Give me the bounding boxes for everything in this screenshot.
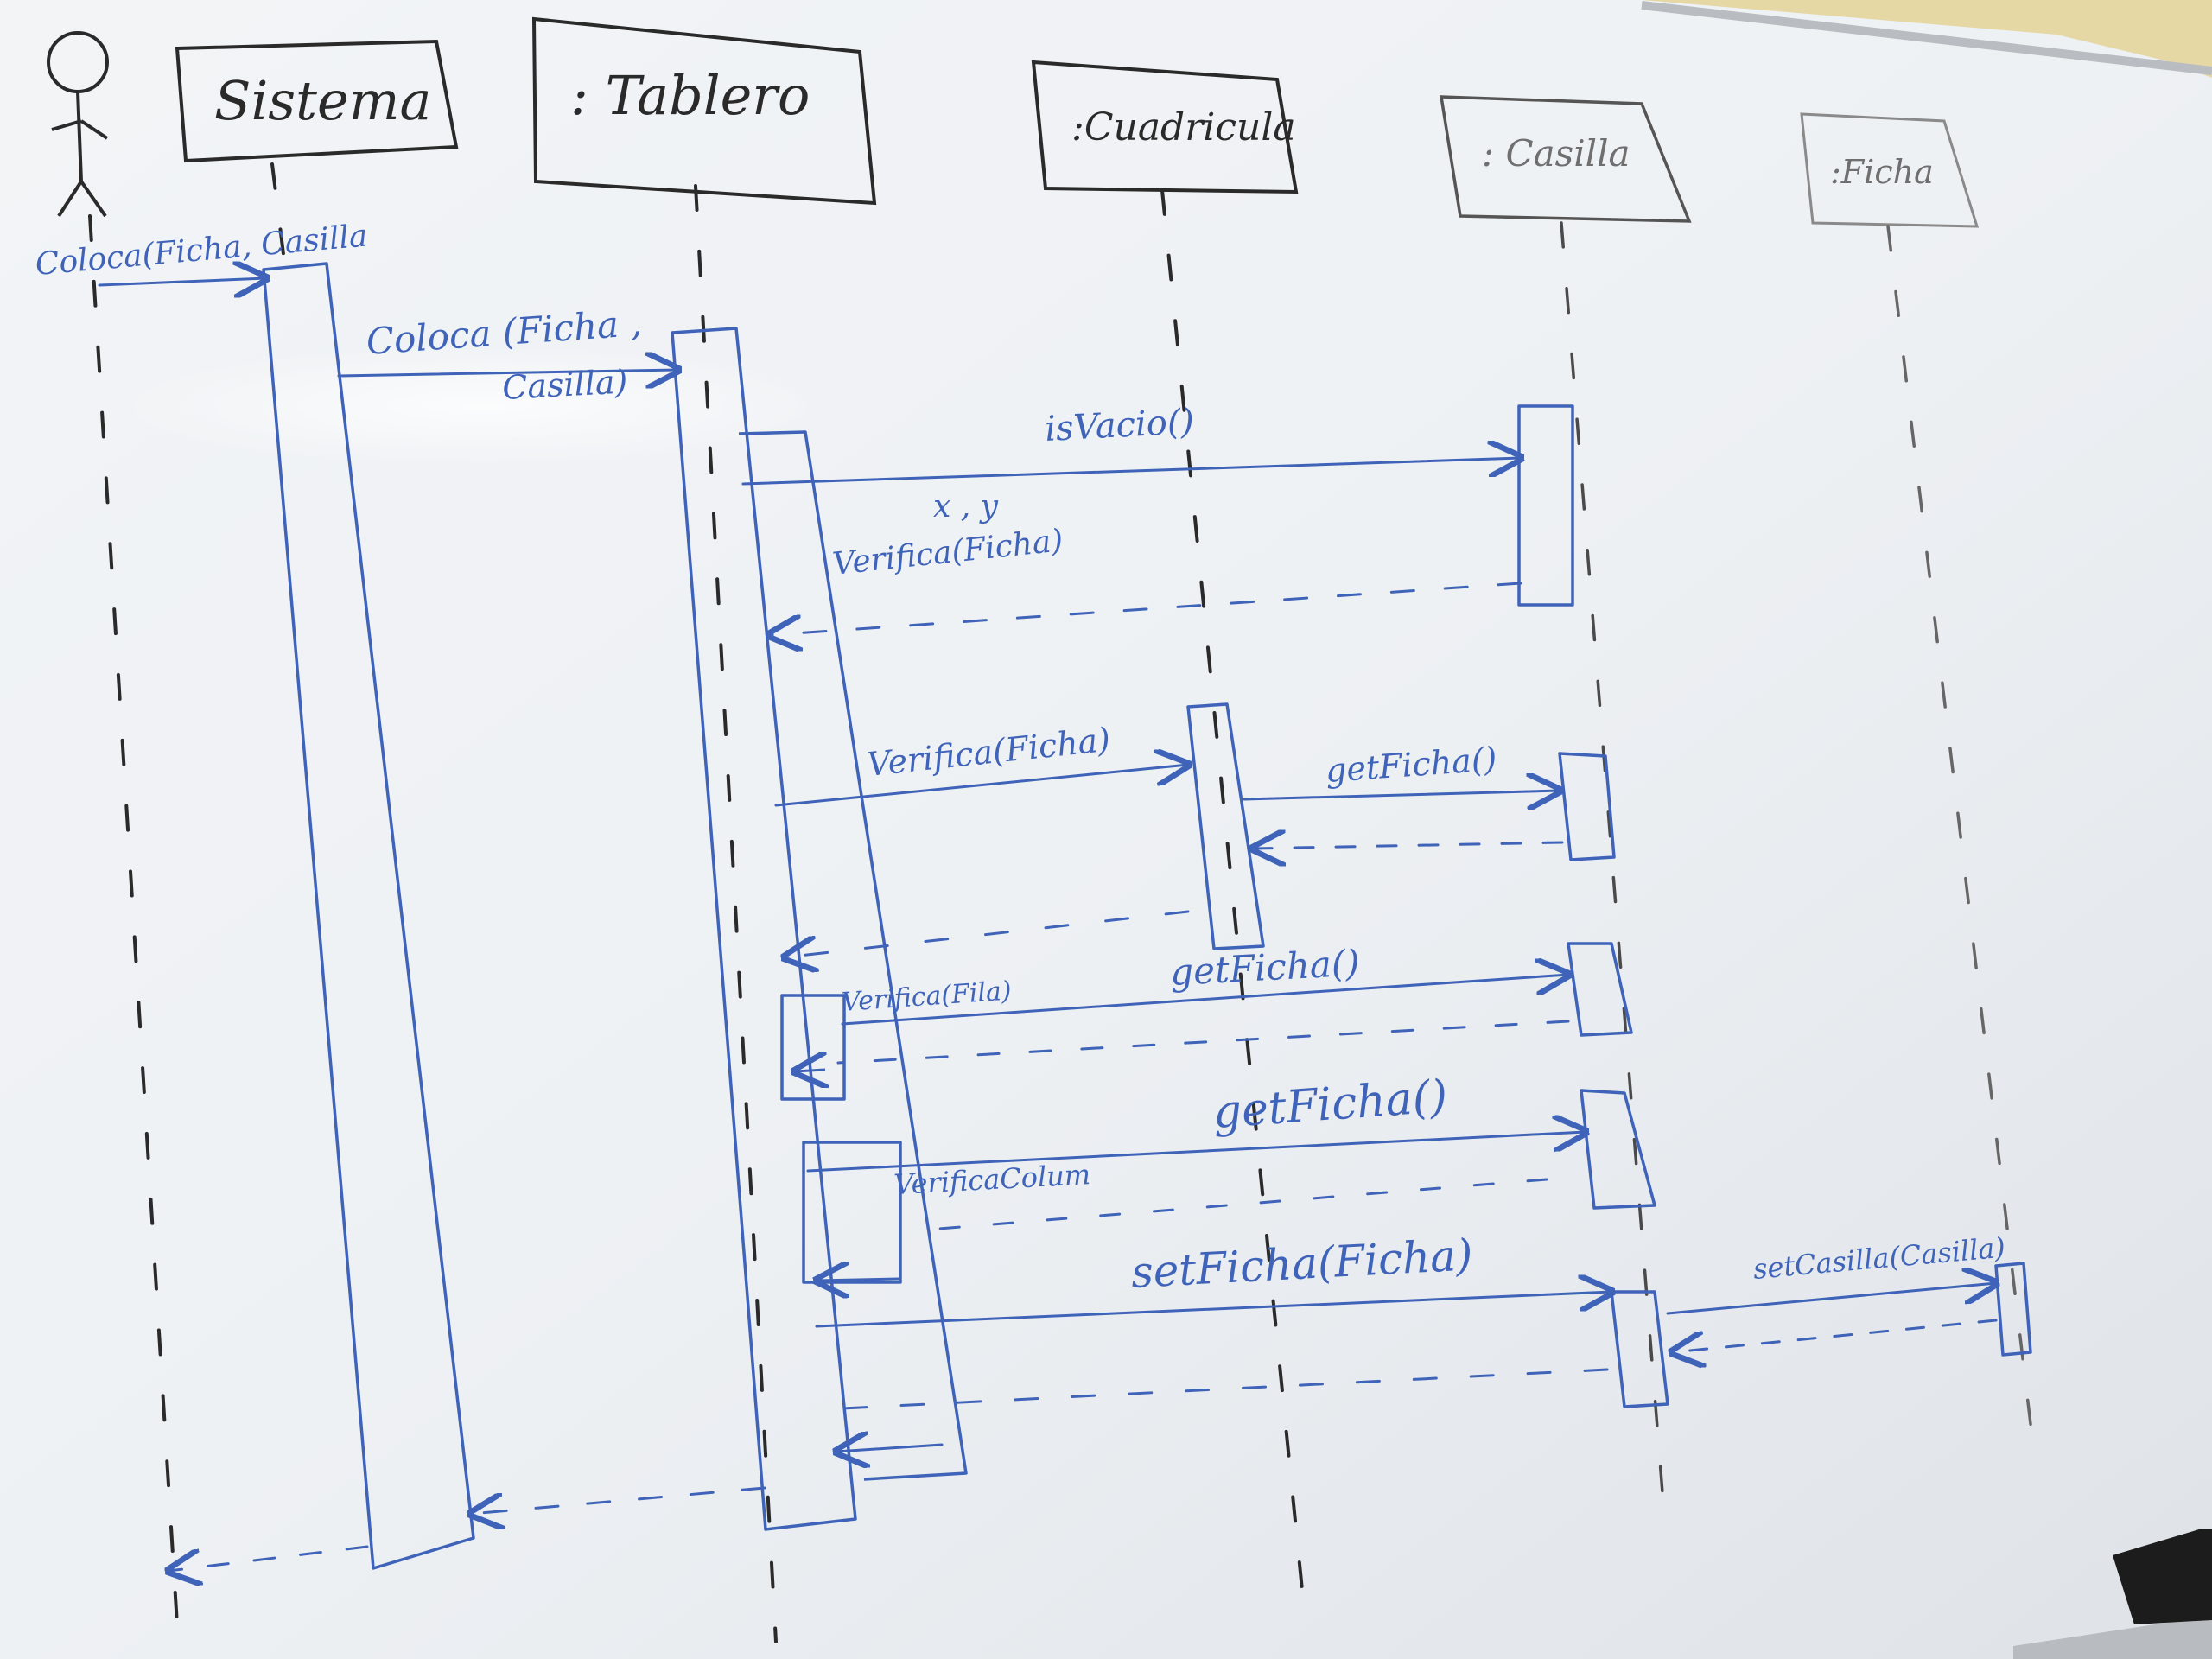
self-call-verifica-columna bbox=[802, 1141, 902, 1284]
activation-sistema bbox=[262, 262, 475, 1570]
self-call-verifica-fila bbox=[780, 994, 846, 1101]
lifeline-box-casilla: : Casilla bbox=[1439, 95, 1692, 223]
msg-line-coloca-1 bbox=[98, 278, 266, 285]
activation-casilla-1 bbox=[1517, 404, 1574, 607]
lifeline-box-cuadricula: :Cuadricula bbox=[1031, 60, 1299, 194]
activation-cuadricula bbox=[1186, 702, 1265, 950]
lifeline-label-cuadricula: :Cuadricula bbox=[1071, 105, 1296, 149]
lifeline-sistema bbox=[270, 162, 287, 270]
board-frame-bottom bbox=[2013, 1616, 2212, 1659]
lifeline-cuadricula bbox=[1160, 188, 1306, 1618]
lifeline-box-sistema: Sistema bbox=[175, 39, 459, 163]
msg-return-getficha-1 bbox=[1253, 842, 1564, 849]
activation-tablero-nested bbox=[738, 430, 968, 1481]
activation-casilla-2 bbox=[1558, 752, 1616, 861]
self-call-arrow-2 bbox=[817, 1279, 899, 1281]
msg-return-isvacio bbox=[769, 582, 1522, 635]
msg-line-getficha-2 bbox=[841, 975, 1568, 1026]
lifeline-label-tablero: : Tablero bbox=[570, 64, 810, 127]
msg-return-tablero bbox=[836, 1445, 944, 1452]
msg-line-getficha-3 bbox=[806, 1132, 1586, 1173]
lifeline-label-casilla: : Casilla bbox=[1482, 132, 1630, 175]
lifeline-label-ficha: :Ficha bbox=[1830, 153, 1934, 191]
activation-tablero bbox=[671, 327, 857, 1531]
msg-return-verifica bbox=[785, 910, 1190, 957]
msg-return-setficha bbox=[841, 1368, 1609, 1410]
msg-line-setficha bbox=[815, 1292, 1611, 1328]
msg-line-getficha-1 bbox=[1243, 791, 1560, 799]
activation-casilla-5 bbox=[1610, 1290, 1669, 1408]
msg-line-isvacio bbox=[741, 458, 1521, 486]
activation-casilla-3 bbox=[1567, 942, 1633, 1037]
msg-return-actor bbox=[168, 1545, 369, 1571]
lifeline-ficha bbox=[1886, 225, 2037, 1462]
msg-label-getficha-2: getFicha() bbox=[1169, 942, 1361, 994]
lifeline-casilla bbox=[1560, 221, 1665, 1505]
self-call-arrow-1 bbox=[795, 1070, 825, 1071]
msg-line-coloca-2 bbox=[337, 370, 678, 376]
msg-label-isvacio: isVacio() bbox=[1044, 402, 1195, 449]
msg-return-getficha-3 bbox=[906, 1178, 1548, 1233]
lifeline-box-tablero: : Tablero bbox=[531, 16, 877, 206]
eraser bbox=[2113, 1529, 2212, 1624]
board-frame bbox=[1642, 0, 2212, 78]
msg-return-setcasilla bbox=[1672, 1319, 1998, 1352]
lifeline-box-ficha: :Ficha bbox=[1800, 112, 1980, 228]
msg-line-setcasilla bbox=[1666, 1283, 1996, 1315]
msg-line-verifica-ficha bbox=[774, 765, 1188, 807]
msg-return-getficha-2 bbox=[836, 1020, 1570, 1065]
activation-casilla-4 bbox=[1580, 1089, 1656, 1210]
board-frame-edge bbox=[1641, 1, 2212, 75]
lifeline-label-sistema: Sistema bbox=[214, 69, 431, 132]
msg-label-coloca-2b: Casilla) bbox=[501, 362, 628, 407]
activation-ficha bbox=[1994, 1262, 2032, 1357]
lifeline-tablero bbox=[694, 184, 778, 1643]
msg-label-xy: x , y bbox=[933, 489, 999, 524]
actor-stick-figure bbox=[47, 31, 109, 218]
